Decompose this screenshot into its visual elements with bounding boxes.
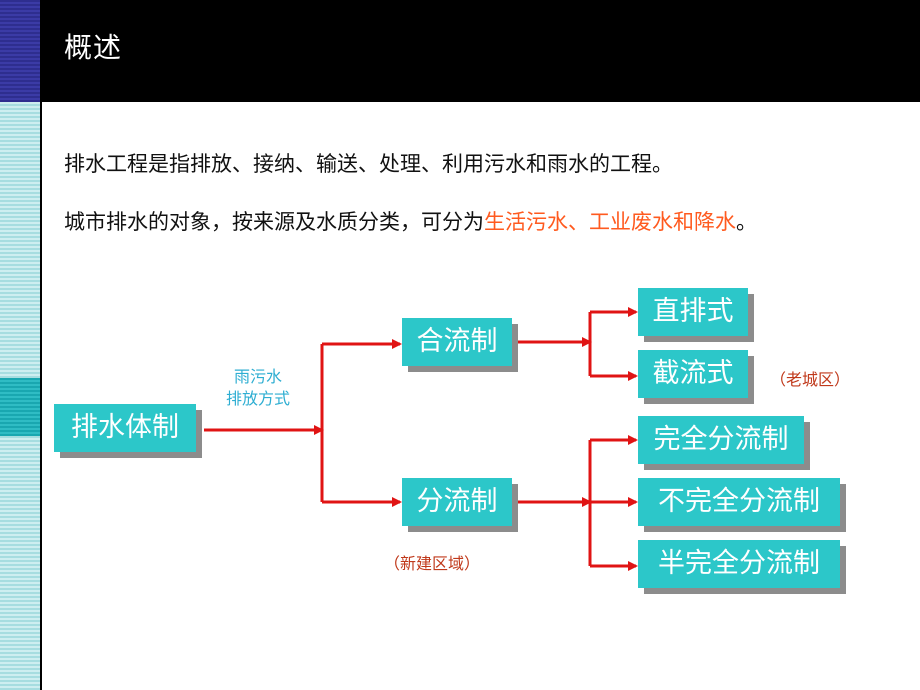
side-strip-header-block bbox=[0, 0, 40, 102]
direct-discharge-box: 直排式 bbox=[638, 288, 748, 336]
complete-separate-box: 完全分流制 bbox=[638, 416, 804, 464]
classification-text: 城市排水的对象，按来源及水质分类，可分为生活污水、工业废水和降水。 bbox=[64, 206, 757, 236]
side-strip-accent-block bbox=[0, 378, 40, 436]
content-divider bbox=[40, 0, 42, 690]
classification-prefix: 城市排水的对象，按来源及水质分类，可分为 bbox=[64, 210, 484, 234]
incomplete-separate-box: 不完全分流制 bbox=[638, 478, 840, 526]
classification-suffix: 。 bbox=[736, 210, 757, 234]
title-bar bbox=[40, 0, 920, 102]
intercept-box: 截流式 bbox=[638, 350, 748, 398]
branch-label-line1: 雨污水 bbox=[233, 367, 282, 386]
slide-title: 概述 bbox=[64, 31, 123, 64]
decorative-side-strip bbox=[0, 0, 40, 690]
root-box: 排水体制 bbox=[54, 404, 196, 452]
new-area-note: （新建区域） bbox=[384, 554, 481, 573]
combined-box: 合流制 bbox=[402, 318, 512, 366]
separate-box: 分流制 bbox=[402, 478, 512, 526]
classification-highlight: 生活污水、工业废水和降水 bbox=[484, 210, 736, 234]
semi-separate-box: 半完全分流制 bbox=[638, 540, 840, 588]
branch-label: 雨污水 排放方式 bbox=[208, 366, 308, 410]
definition-text: 排水工程是指排放、接纳、输送、处理、利用污水和雨水的工程。 bbox=[64, 152, 673, 176]
branch-label-line2: 排放方式 bbox=[225, 389, 290, 408]
old-city-note: （老城区） bbox=[770, 370, 851, 389]
